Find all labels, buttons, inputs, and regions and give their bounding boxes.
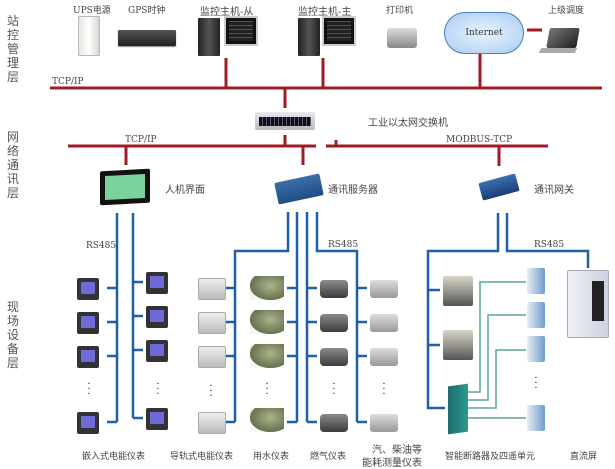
- embedded-meter-icon[interactable]: [146, 340, 168, 362]
- dc-panel-label: 直流屏: [570, 452, 598, 462]
- monitor-host-master-screen-icon[interactable]: [322, 16, 356, 46]
- embedded-meter-icon[interactable]: [77, 312, 99, 334]
- rs485-bus: [107, 212, 590, 424]
- water-meter-icon[interactable]: [250, 310, 284, 334]
- rs485-label-right: RS485: [534, 240, 565, 250]
- ellipsis: ···: [156, 379, 160, 400]
- gas-meter-icon[interactable]: [320, 414, 348, 432]
- smart-breaker-label: 智能断路器及四遥单元: [445, 452, 536, 462]
- water-meter-icon[interactable]: [250, 276, 284, 300]
- fuel-flow-meter-icon[interactable]: [370, 314, 398, 332]
- laptop-icon[interactable]: [546, 28, 580, 48]
- embedded-meter-icon[interactable]: [77, 412, 99, 434]
- upper-dispatch-label: 上级调度: [548, 6, 585, 16]
- industrial-switch-label: 工业以太网交换机: [368, 118, 448, 129]
- rs485-label-center: RS485: [328, 240, 359, 250]
- monitor-host-slave-tower-icon[interactable]: [198, 18, 220, 56]
- ups-power-icon[interactable]: [78, 16, 100, 56]
- ups-power-label: UPS电源: [73, 6, 111, 16]
- ellipsis: ···: [265, 379, 269, 400]
- fuel-flow-meter-icon[interactable]: [370, 348, 398, 366]
- industrial-switch-icon[interactable]: [255, 112, 315, 130]
- layer-label-network: 网络通讯层: [6, 130, 19, 200]
- monitor-host-slave-screen-icon[interactable]: [224, 16, 258, 46]
- rail-meter-icon[interactable]: [198, 346, 226, 368]
- internet-cloud-icon[interactable]: Internet: [444, 12, 524, 54]
- printer-icon[interactable]: [387, 28, 417, 48]
- ellipsis: ···: [87, 379, 91, 400]
- embedded-meter-label: 嵌入式电能仪表: [82, 452, 146, 462]
- gas-meter-icon[interactable]: [320, 348, 348, 366]
- ellipsis: ···: [534, 373, 538, 394]
- printer-label: 打印机: [386, 6, 414, 16]
- fuel-flow-meter-icon[interactable]: [370, 280, 398, 298]
- embedded-meter-icon[interactable]: [146, 306, 168, 328]
- fuel-meter-label-line1: 汽、柴油等: [372, 445, 422, 456]
- molded-case-breaker-icon[interactable]: [527, 336, 545, 362]
- ellipsis: ···: [209, 381, 213, 402]
- comm-gateway-label: 通讯网关: [534, 185, 574, 196]
- gas-meter-icon[interactable]: [320, 280, 348, 298]
- water-meter-icon[interactable]: [250, 344, 284, 368]
- modbus-tcp-bus-label: MODBUS-TCP: [446, 135, 513, 145]
- monitor-host-master-label: 监控主机-主: [298, 7, 352, 18]
- gps-clock-label: GPS时钟: [128, 6, 166, 16]
- embedded-meter-icon[interactable]: [146, 408, 168, 430]
- fuel-flow-meter-icon[interactable]: [370, 414, 398, 432]
- molded-case-breaker-icon[interactable]: [527, 302, 545, 328]
- embedded-meter-icon[interactable]: [146, 272, 168, 294]
- monitor-host-slave-label: 监控主机-从: [200, 7, 254, 18]
- ellipsis: ···: [382, 379, 386, 400]
- gas-meter-label: 燃气仪表: [310, 452, 347, 462]
- breaker-links: [468, 281, 526, 419]
- rail-meter-label: 导轨式电能仪表: [170, 452, 234, 462]
- comm-server-label: 通讯服务器: [328, 185, 378, 196]
- laptop-base: [538, 48, 578, 53]
- monitor-host-master-tower-icon[interactable]: [298, 18, 320, 56]
- ellipsis: ···: [332, 379, 336, 400]
- rail-meter-icon[interactable]: [198, 278, 226, 300]
- dc-panel-icon[interactable]: [567, 270, 609, 338]
- air-circuit-breaker-icon[interactable]: [443, 330, 473, 360]
- network-bus: [68, 135, 548, 166]
- station-bus-label: TCP/IP: [52, 77, 84, 87]
- water-meter-label: 用水仪表: [253, 452, 290, 462]
- rail-meter-icon[interactable]: [198, 312, 226, 334]
- layer-label-field: 现场设备层: [6, 300, 19, 370]
- internet-label: Internet: [465, 28, 503, 38]
- air-circuit-breaker-icon[interactable]: [443, 276, 473, 306]
- molded-case-breaker-icon[interactable]: [527, 405, 545, 431]
- water-meter-icon[interactable]: [250, 408, 284, 432]
- molded-case-breaker-icon[interactable]: [527, 268, 545, 294]
- four-remote-unit-icon[interactable]: [448, 383, 468, 435]
- embedded-meter-icon[interactable]: [77, 278, 99, 300]
- layer-label-station: 站控管理层: [6, 14, 19, 84]
- hmi-touchscreen-icon[interactable]: [100, 168, 150, 206]
- rs485-label-left: RS485: [86, 241, 117, 251]
- gas-meter-icon[interactable]: [320, 314, 348, 332]
- hmi-label: 人机界面: [165, 185, 205, 196]
- station-tcpip-bus: [50, 28, 602, 108]
- fuel-meter-label-line2: 能耗测量仪表: [362, 458, 422, 469]
- gps-clock-icon[interactable]: [118, 30, 176, 46]
- embedded-meter-icon[interactable]: [77, 346, 99, 368]
- tcpip-bus-label: TCP/IP: [125, 135, 157, 145]
- rail-meter-icon[interactable]: [198, 412, 226, 434]
